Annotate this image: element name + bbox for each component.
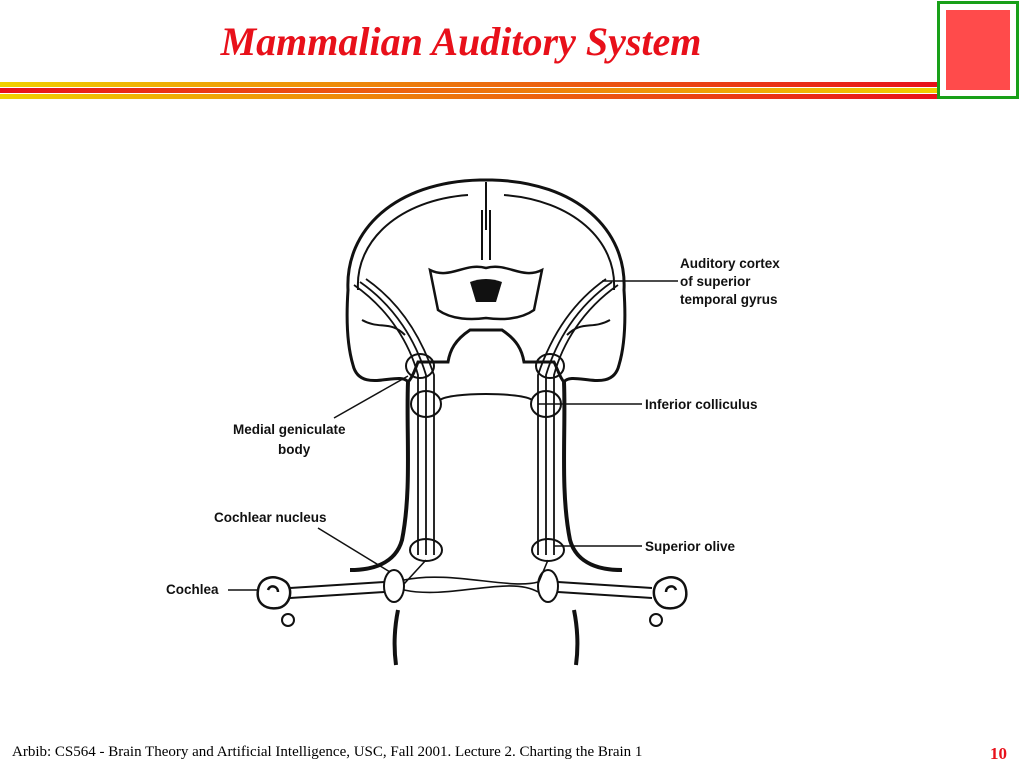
right-cochlear-nucleus	[537, 569, 559, 603]
title-rule	[0, 94, 940, 99]
university-logo	[937, 1, 1019, 99]
label-inferior-colliculus: Inferior colliculus	[645, 397, 758, 412]
left-auditory-nerve	[289, 581, 385, 599]
longitudinal-fissure	[481, 182, 491, 260]
left-cochlear-nucleus	[383, 569, 405, 603]
left-medial-geniculate	[405, 353, 435, 379]
ventricle	[428, 265, 544, 321]
label-cochlea: Cochlea	[166, 582, 219, 597]
page-number: 10	[990, 744, 1007, 763]
label-auditory-cortex-line2: of superior	[680, 274, 751, 289]
colliculus-commissure	[439, 393, 533, 401]
cortex-inner-folds	[356, 194, 616, 336]
right-cochlea	[652, 576, 688, 610]
footer-citation: Arbib: CS564 - Brain Theory and Artifici…	[12, 744, 643, 760]
ventricle-core	[470, 279, 502, 302]
right-cochlea-window	[649, 613, 663, 627]
cerebrum-outline	[345, 178, 627, 385]
slide-title: Mammalian Auditory System	[220, 19, 702, 64]
left-cochlea-window	[281, 613, 295, 627]
right-superior-olive	[531, 538, 565, 562]
leader-cochlear-nucleus	[317, 527, 391, 573]
label-medial-geniculate-line2: body	[278, 442, 311, 457]
label-auditory-cortex-line3: temporal gyrus	[680, 292, 778, 307]
label-medial-geniculate-line1: Medial geniculate	[233, 422, 346, 437]
label-auditory-cortex-line1: Auditory cortex	[680, 256, 780, 271]
title-rule	[0, 88, 940, 93]
left-inferior-colliculus	[410, 390, 442, 418]
right-fiber-bundle	[537, 278, 619, 555]
right-medial-geniculate	[535, 353, 565, 379]
label-superior-olive: Superior olive	[645, 539, 736, 554]
brainstem-right-wall	[562, 381, 623, 572]
olivary-crossing-fibers	[403, 559, 549, 594]
auditory-pathway-diagram: Auditory cortex of superior temporal gyr…	[166, 178, 780, 666]
left-cochlea	[256, 576, 292, 610]
title-rule	[0, 82, 940, 87]
right-auditory-nerve	[557, 581, 653, 599]
leader-medial-geniculate	[333, 375, 409, 419]
brainstem-left-wall	[349, 381, 410, 572]
medulla-right-wall	[572, 609, 580, 666]
logo-mark	[946, 10, 1010, 90]
medulla-left-wall	[392, 609, 400, 666]
label-cochlear-nucleus: Cochlear nucleus	[214, 510, 327, 525]
